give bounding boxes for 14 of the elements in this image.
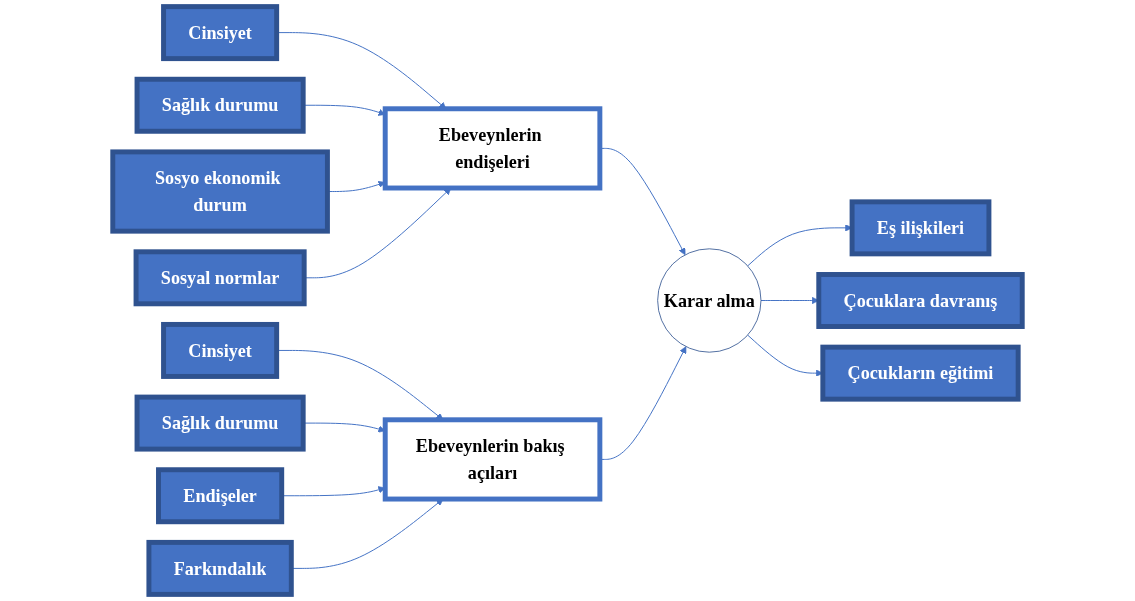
node-box: Eş ilişkileri <box>849 199 992 257</box>
node-box: Cinsiyet <box>161 4 280 62</box>
node-box: Sosyal normlar <box>133 249 307 307</box>
node-box: Endişeler <box>156 467 285 525</box>
node-box: Sağlık durumu <box>134 394 306 452</box>
node-box: Çocukların eğitimi <box>820 344 1021 402</box>
node-box: Ebeveynlerin endişeleri <box>382 106 603 191</box>
node-box: Ebeveynlerin bakış açıları <box>382 417 603 502</box>
node-box: Çocuklara davranış <box>816 272 1025 329</box>
node-box: Sağlık durumu <box>134 76 306 134</box>
node-box: Farkındalık <box>146 539 294 597</box>
node-box: Sosyo ekonomik durum <box>110 149 330 234</box>
node-circle: Karar alma <box>657 248 762 353</box>
node-box: Cinsiyet <box>161 321 280 379</box>
